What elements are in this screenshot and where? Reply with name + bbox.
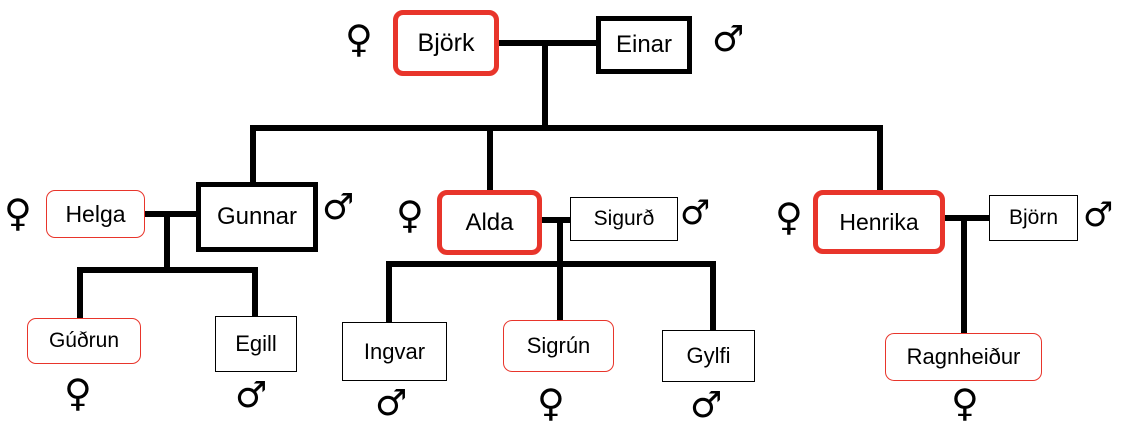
person-egill: Egill: [215, 316, 297, 372]
male-icon: ♂: [1083, 195, 1114, 235]
female-icon: ♀: [537, 381, 565, 425]
person-name: Ingvar: [363, 338, 426, 364]
female-icon: ♀: [4, 191, 32, 235]
person-name: Ragnheiður: [906, 344, 1021, 369]
person-bjorn: Björn: [989, 195, 1078, 241]
person-name: Helga: [65, 200, 126, 227]
person-name: Einar: [615, 31, 673, 58]
person-name: Björn: [1008, 206, 1059, 229]
male-icon: ♂: [235, 375, 268, 416]
male-icon: ♂: [322, 187, 355, 228]
person-sigurd: Sigurð: [570, 197, 678, 241]
person-gunnar: Gunnar: [196, 182, 318, 252]
person-gudrun: Gúðrun: [27, 318, 141, 364]
person-name: Sigurð: [593, 207, 655, 230]
person-alda: Alda: [437, 190, 542, 255]
person-name: Alda: [465, 208, 514, 236]
male-icon: ♂: [690, 385, 723, 426]
female-icon: ♀: [775, 195, 803, 239]
person-bjork: Björk: [393, 10, 499, 76]
male-icon: ♂: [680, 193, 711, 233]
female-icon: ♀: [345, 17, 373, 61]
person-name: Björk: [417, 28, 475, 57]
female-icon: ♀: [64, 371, 92, 415]
person-name: Sigrún: [526, 333, 591, 358]
person-name: Gúðrun: [48, 329, 120, 352]
person-ragnheidur: Ragnheiður: [885, 333, 1042, 381]
person-ingvar: Ingvar: [342, 322, 447, 381]
female-icon: ♀: [396, 193, 424, 237]
person-gylfi: Gylfi: [662, 330, 755, 382]
person-henrika: Henrika: [813, 190, 945, 254]
male-icon: ♂: [712, 19, 745, 60]
person-helga: Helga: [46, 190, 145, 238]
person-name: Gylfi: [686, 343, 731, 368]
male-icon: ♂: [375, 383, 408, 424]
person-sigrun: Sigrún: [503, 320, 614, 372]
person-name: Henrika: [839, 208, 919, 235]
person-name: Gunnar: [216, 203, 298, 230]
person-einar: Einar: [596, 16, 692, 74]
person-name: Egill: [235, 331, 277, 356]
female-icon: ♀: [951, 381, 979, 425]
